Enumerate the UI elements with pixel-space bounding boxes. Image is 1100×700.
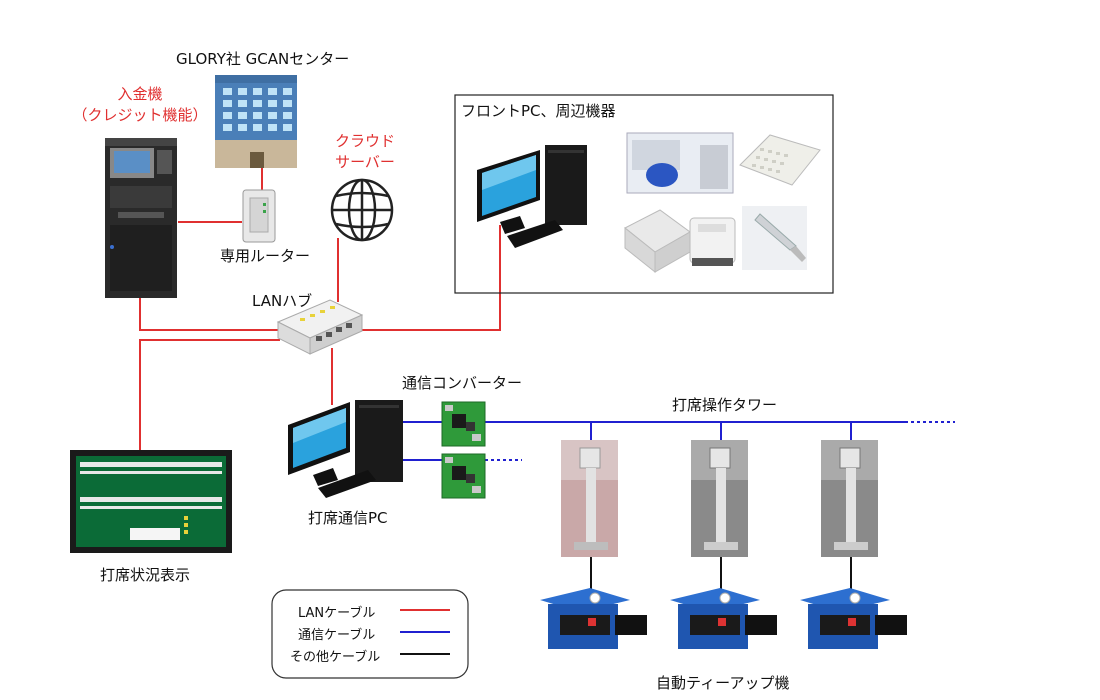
status-display-icon [70,450,232,553]
tower-photo-1 [561,440,618,557]
cloud-server-label: クラウド サーバー [325,132,405,171]
teeup-machine-icon-3 [800,588,907,649]
legend-lan-label: LANケーブル [298,606,376,621]
lan-cable-hub-frontpc [355,225,501,331]
tower-photo-2 [691,440,748,557]
gcan-center-label: GLORY社 GCANセンター [176,50,350,68]
lan-cable-deposit-hub [139,298,280,331]
building-icon [215,75,297,168]
lan-cable-hub-display [139,339,280,450]
teeup-machine-icon-2 [670,588,777,649]
cloud-server-label-line1: クラウド [334,132,395,150]
converter-board-icon-1 [441,401,486,447]
deposit-machine-label-line1: 入金機 [117,85,163,103]
deposit-machine-label-line2: （クレジット機能） [72,106,208,124]
legend-comm-label: 通信ケーブル [298,628,376,643]
legend-other-label: その他ケーブル [290,650,381,665]
tower-photo-3 [821,440,878,557]
deposit-machine-label: 入金機 （クレジット機能） [70,85,210,124]
cloud-server-label-line2: サーバー [335,153,395,171]
lan-hub-label: LANハブ [252,292,313,310]
globe-icon [330,178,394,242]
front-pc-group-box [454,94,834,294]
comm-converter-label: 通信コンバーター [402,374,523,392]
converter-board-icon-2 [441,453,486,499]
comm-pc-icon [288,400,403,498]
comm-pc-label: 打席通信PC [308,509,388,527]
front-pc-icon [477,145,587,248]
cash-drawer-icon [624,209,691,274]
auto-teeup-label: 自動ティーアップ機 [656,674,790,692]
front-pc-box-title: フロントPC、周辺機器 [461,102,616,120]
tower-label: 打席操作タワー [672,396,778,414]
receipt-printer-icon [689,217,736,266]
keypad-icon [739,134,821,186]
status-display-label: 打席状況表示 [100,566,191,584]
barcode-scanner-icon [742,206,807,270]
lan-hub-icon [276,299,364,355]
teeup-machine-icon-1 [540,588,647,649]
router-icon [242,189,276,243]
cash-machine-icon [626,132,734,194]
deposit-machine-icon [105,138,177,298]
router-label: 専用ルーター [220,247,311,265]
legend-box [271,589,469,679]
